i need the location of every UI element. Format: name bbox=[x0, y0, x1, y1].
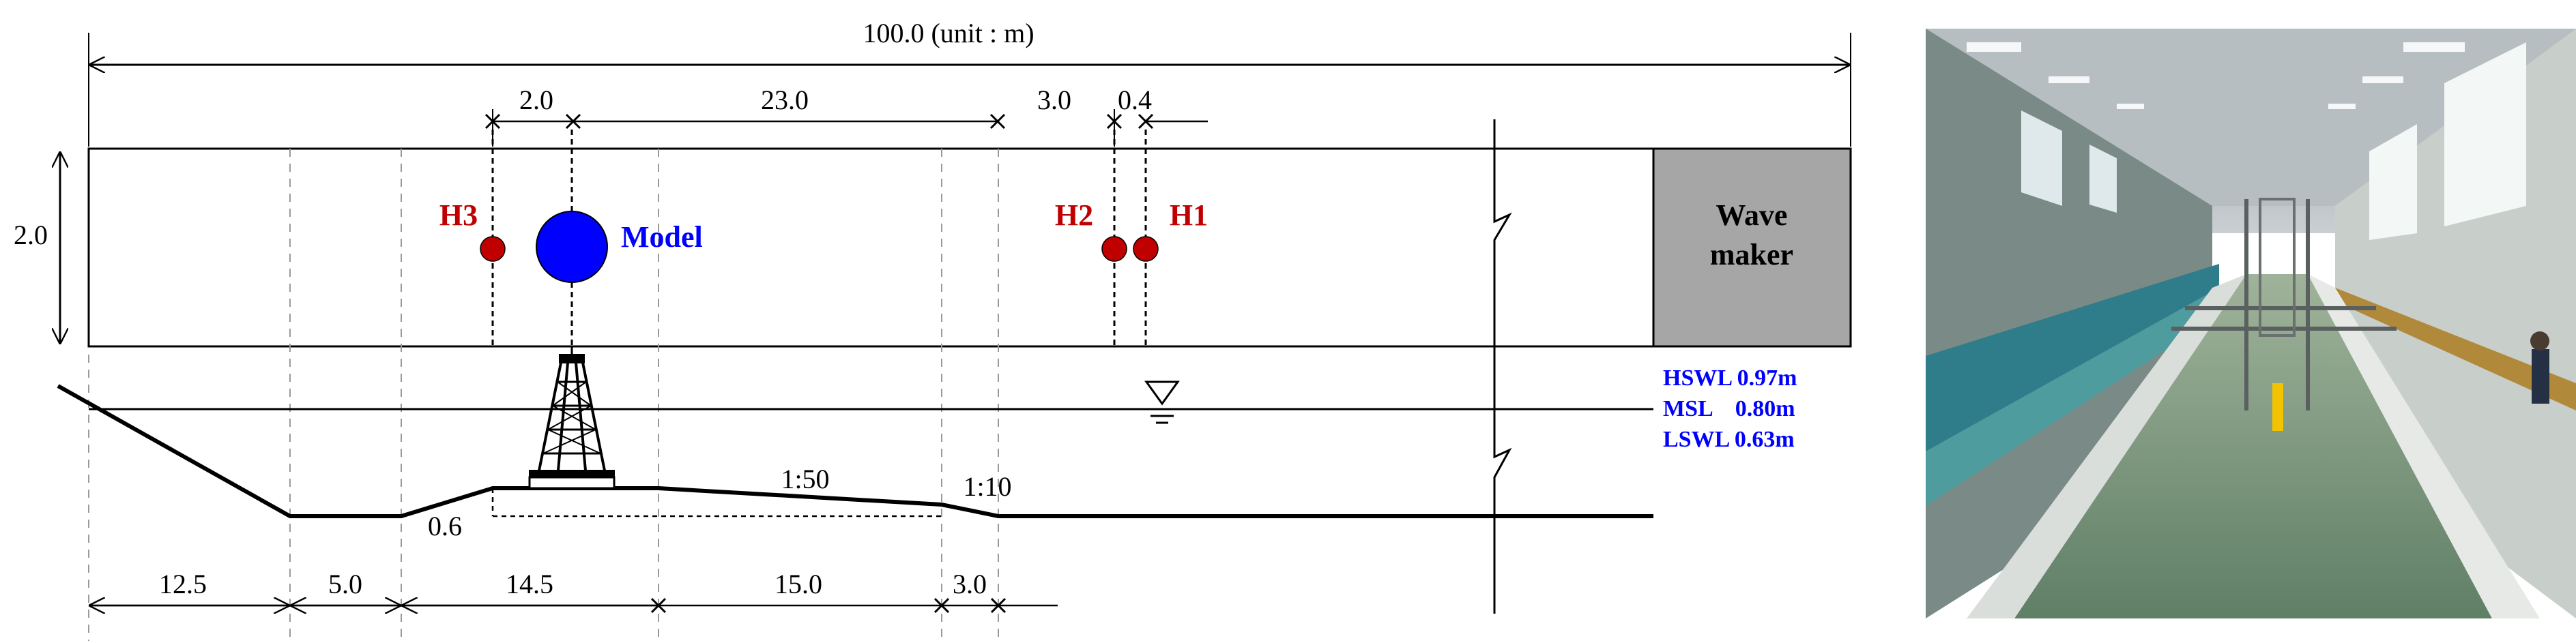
break-line bbox=[1493, 119, 1512, 614]
water-level-symbol bbox=[1144, 380, 1181, 424]
water-level-labels: HSWL 0.97m MSL 0.80m LSWL 0.63m bbox=[1663, 365, 1797, 452]
bathymetry-profile bbox=[57, 384, 1653, 518]
wave-maker-box bbox=[1652, 147, 1852, 348]
height-label: 0.6 bbox=[428, 511, 462, 541]
wave-maker-label-2: maker bbox=[1710, 238, 1793, 271]
flume-outline bbox=[87, 147, 1852, 348]
lswl-label: LSWL 0.63m bbox=[1663, 427, 1795, 452]
gauge-h3-marker bbox=[480, 236, 506, 262]
bottom-dim-1: 12.5 bbox=[159, 569, 207, 599]
model-marker bbox=[536, 211, 608, 283]
model: Model bbox=[536, 211, 703, 283]
side-view-profile: 0.6 1:50 1:10 bbox=[57, 384, 1653, 541]
model-label: Model bbox=[621, 220, 703, 254]
gauge-h1-marker bbox=[1133, 236, 1159, 262]
gauge-h3-label: H3 bbox=[439, 198, 478, 232]
flume-width-dimension: 2.0 bbox=[14, 151, 60, 344]
flume-plan-view: Wave maker bbox=[87, 147, 1852, 641]
dim-h2-h1: 0.4 bbox=[1118, 85, 1152, 115]
flume-photo-illustration bbox=[1926, 29, 2576, 618]
bottom-section-dimensions: 12.5 5.0 14.5 15.0 3.0 bbox=[89, 569, 1058, 612]
bottom-dim-3: 14.5 bbox=[506, 569, 553, 599]
dim-model-h2: 23.0 bbox=[761, 85, 809, 115]
wave-maker-label-1: Wave bbox=[1716, 198, 1787, 232]
slope-gentle-label: 1:50 bbox=[781, 464, 829, 494]
wave-flume-photo bbox=[1926, 29, 2576, 618]
bottom-dim-2: 5.0 bbox=[328, 569, 362, 599]
dim-h3-model: 2.0 bbox=[519, 85, 553, 115]
bottom-dim-5: 3.0 bbox=[953, 569, 987, 599]
wave-gauges: H3 H2 H1 bbox=[439, 198, 1208, 262]
msl-label: MSL 0.80m bbox=[1663, 396, 1795, 421]
dim-h2-span: 3.0 bbox=[1037, 85, 1071, 115]
gauge-h2-label: H2 bbox=[1055, 198, 1093, 232]
jacket-structure bbox=[528, 346, 616, 490]
bottom-dim-4: 15.0 bbox=[775, 569, 822, 599]
slope-steep-label: 1:10 bbox=[963, 471, 1011, 502]
total-length-dimension: 100.0 (unit : m) bbox=[88, 18, 1851, 147]
total-length-label: 100.0 (unit : m) bbox=[863, 18, 1034, 48]
hswl-label: HSWL 0.97m bbox=[1663, 365, 1797, 391]
section-guide-lines bbox=[88, 149, 999, 641]
gauge-h1-label: H1 bbox=[1170, 198, 1208, 232]
gauge-spacing-dimensions: 2.0 23.0 3.0 0.4 bbox=[484, 85, 1208, 147]
width-label: 2.0 bbox=[14, 220, 48, 250]
gauge-h2-marker bbox=[1101, 236, 1127, 262]
